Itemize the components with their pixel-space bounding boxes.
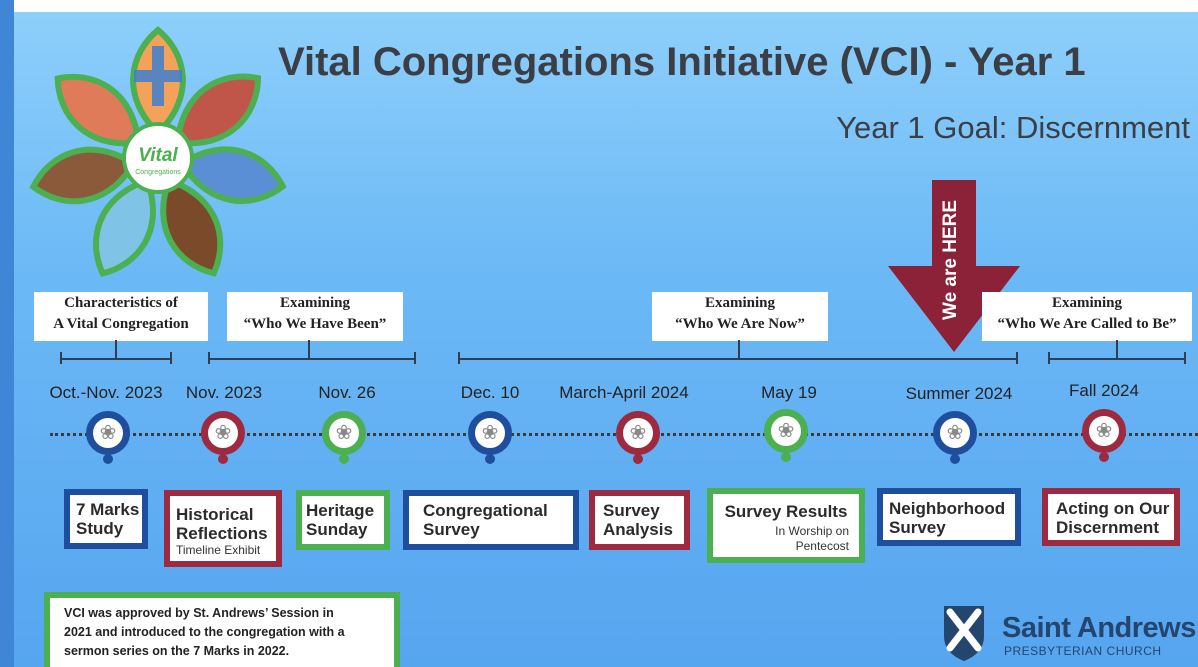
flower-icon: ❀ — [777, 420, 795, 442]
phase-label-who-we-are-now: Examining“Who We Are Now” — [652, 292, 828, 341]
milestone-date: March-April 2024 — [559, 383, 689, 402]
timeline-pin-red: ❀ — [616, 411, 660, 465]
milestone-box-acting-on-our-discernment: Acting on Our Discernment — [1042, 488, 1180, 546]
milestone-date: Summer 2024 — [905, 384, 1013, 403]
timeline-pin-blue: ❀ — [468, 411, 512, 465]
phase-bracket-who-we-are-called-to-be — [1048, 340, 1186, 364]
page-subtitle: Year 1 Goal: Discernment — [836, 110, 1190, 145]
timeline-pin-blue: ❀ — [933, 411, 977, 465]
timeline-pin-blue: ❀ — [86, 411, 130, 465]
milestone-box-survey-results: Survey Results In Worship on Pentecost — [707, 488, 865, 563]
church-logo: Saint Andrews PRESBYTERIAN CHURCH — [936, 600, 1198, 667]
milestone-box-7-marks-study: 7 Marks Study — [64, 489, 148, 549]
vci-approval-note: VCI was approved by St. Andrews’ Session… — [44, 592, 400, 667]
logo-text: Vital — [138, 145, 178, 166]
milestone-box-neighborhood-survey: Neighborhood Survey — [877, 488, 1021, 546]
flower-icon: ❀ — [99, 422, 117, 444]
phase-bracket-who-we-have-been — [208, 340, 416, 364]
milestone-date: Oct.-Nov. 2023 — [49, 383, 163, 402]
milestone-box-historical-reflections: Historical Reflections Timeline Exhibit — [164, 490, 282, 567]
top-edge — [0, 0, 1198, 12]
milestone-date: May 19 — [761, 383, 817, 402]
left-edge — [0, 0, 14, 667]
milestone-date: Dec. 10 — [460, 383, 520, 402]
phase-label-who-we-are-called-to-be: Examining“Who We Are Called to Be” — [982, 292, 1192, 341]
timeline-pin-green: ❀ — [764, 409, 808, 463]
milestone-date: Fall 2024 — [1069, 381, 1139, 400]
flower-icon: ❀ — [214, 422, 232, 444]
timeline-pin-red: ❀ — [1082, 409, 1126, 463]
flower-icon: ❀ — [629, 422, 647, 444]
timeline-pin-green: ❀ — [322, 411, 366, 465]
milestone-box-survey-analysis: Survey Analysis — [589, 490, 690, 550]
flower-icon: ❀ — [481, 422, 499, 444]
we-are-here-label: We are HERE — [940, 199, 961, 321]
vital-congregations-logo: Vital Congregations — [29, 26, 287, 277]
church-subname: PRESBYTERIAN CHURCH — [1004, 644, 1162, 658]
milestone-box-congregational-survey: Congregational Survey — [403, 490, 579, 550]
saltire-shield-icon — [944, 606, 984, 661]
page-title: Vital Congregations Initiative (VCI) - Y… — [278, 40, 1086, 84]
flower-icon: ❀ — [1095, 420, 1113, 442]
milestone-date: Nov. 26 — [318, 383, 376, 402]
phase-label-who-we-have-been: Examining“Who We Have Been” — [227, 292, 403, 341]
church-name: Saint Andrews — [1002, 612, 1196, 644]
timeline-pin-red: ❀ — [201, 411, 245, 465]
logo-subtext: Congregations — [135, 169, 181, 176]
milestone-date: Nov. 2023 — [185, 383, 263, 402]
flower-icon: ❀ — [335, 422, 353, 444]
phase-bracket-who-we-are-now — [458, 340, 1018, 364]
milestone-box-heritage-sunday: Heritage Sunday — [296, 490, 390, 550]
flower-icon: ❀ — [946, 422, 964, 444]
phase-bracket-characteristics — [60, 340, 172, 364]
